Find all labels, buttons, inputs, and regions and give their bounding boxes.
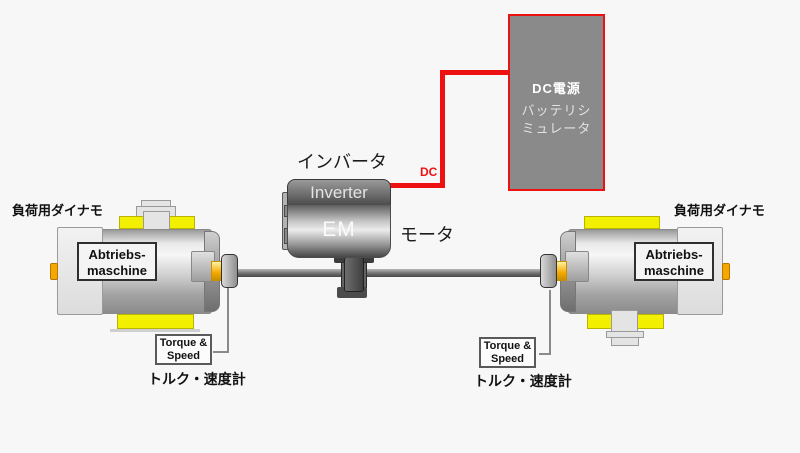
dc-wire-segment-top: [440, 70, 508, 75]
left-dynamometer-shaft-stub: [50, 263, 58, 280]
em-mount-base: [337, 287, 367, 298]
left-dynamometer-base: [110, 329, 200, 332]
right-coupling-flange: [540, 254, 557, 288]
right-dynamometer-shaft-stub: [722, 263, 730, 280]
right-sensor-wire-vertical: [549, 290, 551, 354]
right-sensor-wire-horizontal: [539, 353, 551, 355]
left-sensor-wire-horizontal: [213, 351, 229, 353]
left-torque-speed-line2: Speed: [166, 350, 200, 362]
inverter-jp-label: インバータ: [297, 152, 387, 172]
left-dynamometer-nameplate: Abtriebs- maschine: [77, 242, 157, 281]
dc-power-supply-box: DC電源 バッテリシ ミュレータ: [508, 14, 605, 191]
right-sensor-jp-label: トルク・速度計: [474, 373, 572, 389]
right-torque-speed-line2: Speed: [490, 353, 524, 365]
left-dynamometer-label: 負荷用ダイナモ: [12, 203, 103, 218]
dc-box-title: DC電源: [532, 81, 581, 96]
left-nameplate-line2: maschine: [87, 263, 147, 278]
right-coupling-ring: [556, 261, 567, 281]
right-dynamometer-label: 負荷用ダイナモ: [674, 203, 765, 218]
right-dynamometer-nameplate: Abtriebs- maschine: [634, 242, 714, 281]
right-nameplate-line2: maschine: [644, 263, 704, 278]
left-torque-speed-box: Torque & Speed: [155, 334, 212, 365]
inverter-unit: Inverter: [287, 179, 391, 204]
dc-box-subtitle-line2: ミュレータ: [521, 121, 592, 136]
left-torque-speed-line1: Torque &: [159, 337, 208, 349]
left-sensor-jp-label: トルク・速度計: [148, 371, 246, 387]
drive-shaft: [236, 269, 542, 277]
right-dynamometer-bottom-vent-cap: [611, 337, 639, 346]
left-sensor-wire-vertical: [227, 288, 229, 352]
dc-wire-segment-bottom: [388, 183, 445, 188]
left-dynamometer-bottom-mount: [117, 314, 194, 329]
em-shaft-coupling: [344, 257, 364, 292]
left-coupling-flange: [221, 254, 238, 288]
dc-wire-segment-vertical: [440, 70, 445, 188]
left-nameplate-line1: Abtriebs-: [88, 247, 146, 262]
right-nameplate-line1: Abtriebs-: [645, 247, 703, 262]
right-dynamometer-bearing-boss: [565, 251, 589, 282]
motor-jp-label: モータ: [400, 225, 454, 245]
em-motor-body: EM: [287, 204, 391, 258]
left-dynamometer-top-vent-foot: [143, 211, 170, 230]
dc-wire-label: DC: [420, 165, 438, 179]
right-dynamometer-bottom-vent-foot: [611, 310, 638, 332]
right-dynamometer-top-mount: [584, 216, 660, 229]
right-torque-speed-box: Torque & Speed: [479, 337, 536, 368]
right-torque-speed-line1: Torque &: [483, 340, 532, 352]
dc-box-subtitle-line1: バッテリシ: [521, 103, 592, 118]
